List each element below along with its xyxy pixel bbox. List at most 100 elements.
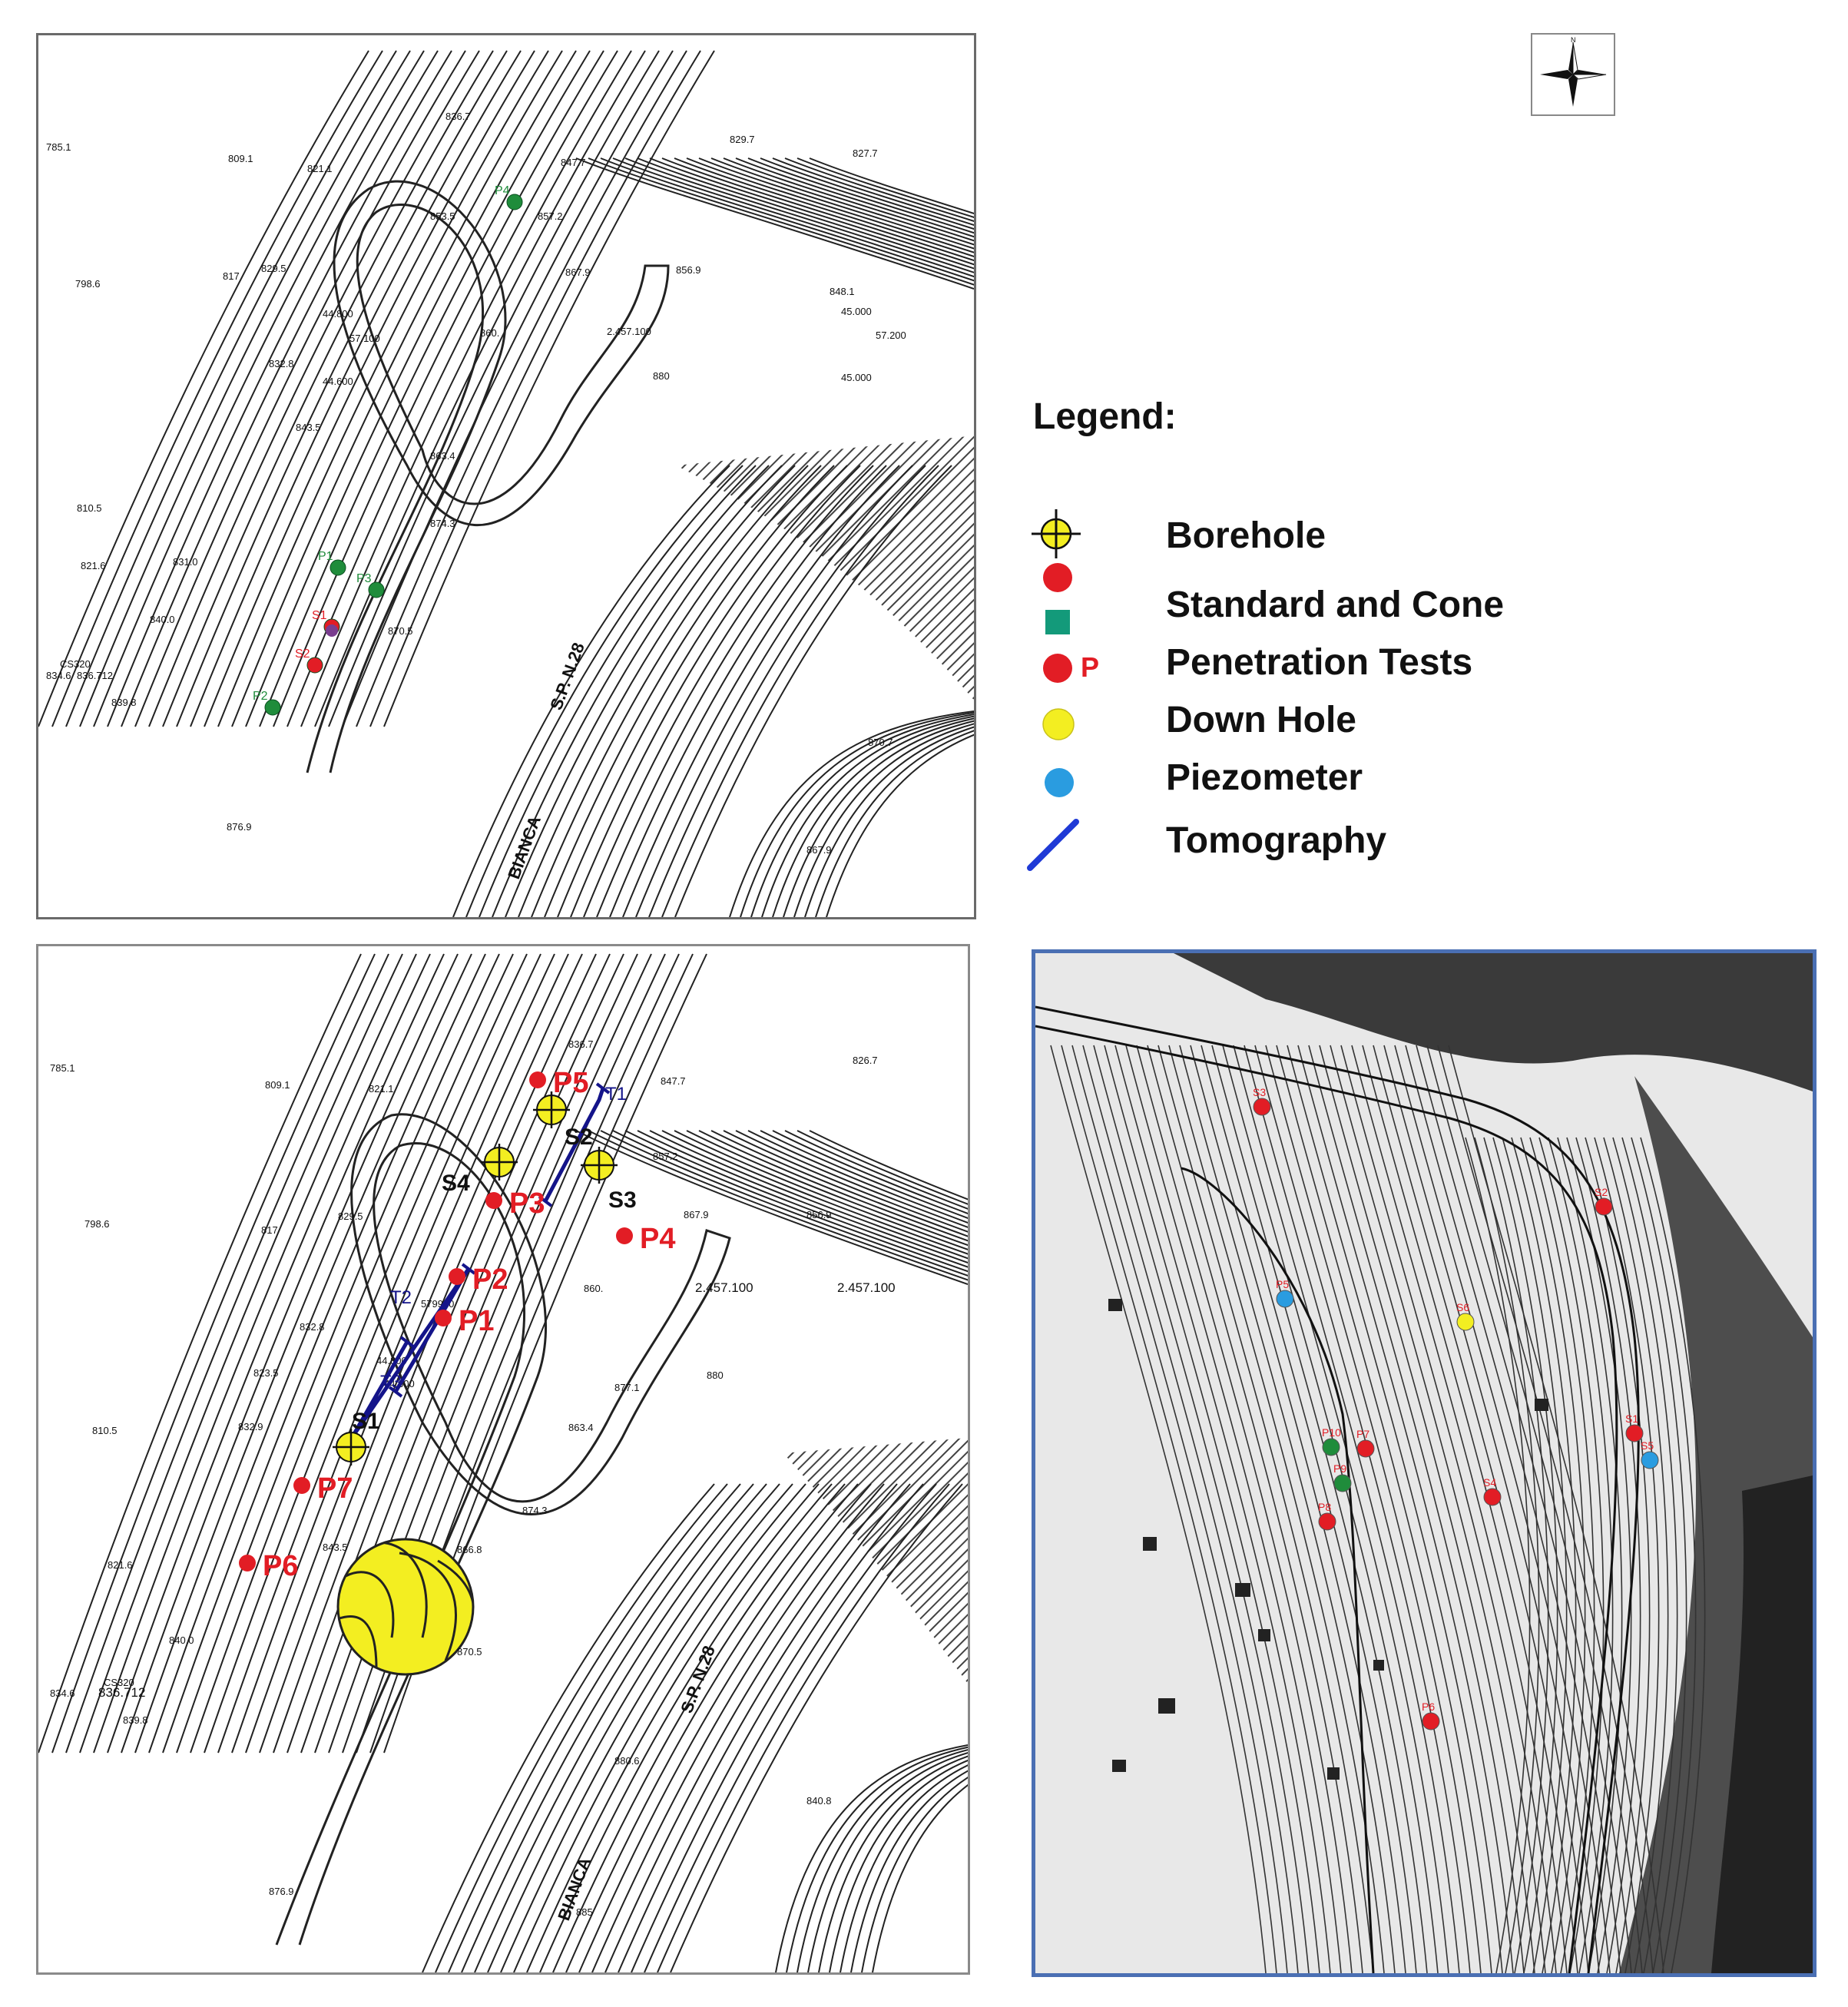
site-marker [1318,1512,1336,1531]
test-point-label: P1 [318,550,333,563]
svg-text:N: N [1571,36,1576,44]
tomography-label: T1 [605,1084,627,1105]
elevation-label: 826.7 [853,1055,878,1066]
test-point-label: P3 [356,572,372,585]
elevation-label: 860. [480,327,499,339]
penetration-test-label: P2 [472,1263,508,1296]
penetration-test-marker [616,1227,633,1244]
legend: Legend: Borehole Standard and Cone P Pen… [1025,384,1563,876]
elevation-label: 798.6 [84,1218,110,1230]
elevation-label: 836.712 [98,1685,145,1700]
penetration-test-marker [529,1071,546,1088]
elevation-label: 847.7 [561,157,586,168]
elevation-label: 44.600 [323,376,353,387]
site-marker [1356,1439,1375,1458]
legend-standard-cone-label: Standard and Cone [1166,585,1505,625]
elevation-label: 832.9 [238,1421,263,1432]
elevation-label: 785.1 [46,141,71,153]
site-marker-label: S2 [1595,1186,1608,1198]
elevation-label: 874.3 [430,518,455,529]
elevation-label: 843.5 [296,422,321,433]
site-marker-label: P5 [1276,1278,1289,1290]
legend-penetration-label: Penetration Tests [1166,642,1473,683]
elevation-label: 863.4 [430,450,455,462]
elevation-label: 870.5 [457,1646,482,1658]
elevation-label: 809.1 [265,1079,290,1091]
tomography-line [349,1267,471,1439]
legend-tomography-label: Tomography [1166,820,1387,861]
elevation-label: 860. [584,1283,603,1294]
elevation-label: 44.800 [323,308,353,320]
penetration-test-marker [293,1477,310,1494]
red-dot-icon [1043,563,1072,592]
legend-title: Legend: [1033,396,1177,437]
penetration-test-label: P7 [317,1472,353,1505]
site-marker [1641,1451,1659,1469]
penetration-test-label: P3 [509,1187,545,1220]
green-square-icon [1045,610,1070,634]
site-marker-label: P8 [1318,1501,1331,1513]
site-marker [1595,1197,1613,1216]
elevation-label: 867.9 [565,267,591,278]
elevation-label: 880.6 [614,1755,640,1767]
legend-piezometer-label: Piezometer [1166,757,1363,798]
site-marker [1483,1488,1502,1506]
elevation-label: 45.000 [841,372,872,383]
test-point [330,559,346,576]
site-marker-label: S1 [1625,1413,1638,1425]
cs-label: CS320 [104,1677,134,1688]
elevation-label: 867.9 [806,844,832,856]
elevation-label: 829.5 [338,1210,363,1222]
elevation-label: 836.7 [445,111,471,122]
site-marker [1422,1712,1440,1730]
elevation-label: 57.200 [876,330,906,341]
legend-down-hole-label: Down Hole [1166,700,1356,740]
elevation-label: 821.1 [307,163,333,174]
elevation-label: 847.7 [661,1075,686,1087]
down-hole-area [336,1538,475,1676]
site-marker-label: P9 [1333,1462,1346,1475]
site-marker [1625,1424,1644,1442]
site-marker-label: S3 [1253,1086,1266,1098]
site-marker [1322,1438,1340,1456]
tomography-label: T2 [390,1287,412,1308]
marker-dot [326,624,338,637]
elevation-label: 834.6 [50,1687,75,1699]
penetration-test-marker [435,1310,452,1326]
elevation-label: 817 [261,1224,278,1236]
borehole-label: S3 [608,1187,637,1213]
elevation-label: 827.7 [853,147,878,159]
elevation-label: 848.1 [830,286,855,297]
elevation-label: 876.9 [227,821,252,833]
test-point [368,581,385,598]
elevation-label: 839.8 [111,697,137,708]
elevation-label: 823.5 [253,1367,279,1379]
cs-label: CS320 [60,658,91,670]
test-point-label: P4 [495,184,510,197]
elevation-label: 821.1 [369,1083,394,1095]
blue-dot-icon [1045,768,1074,797]
test-point [264,699,281,716]
elevation-label: 870.5 [388,625,413,637]
borehole-icon [1032,509,1081,558]
compass-icon: N [1531,33,1615,116]
elevation-label: 856.9 [806,1209,832,1220]
legend-borehole-label: Borehole [1166,515,1326,556]
elevation-label: 874.3 [522,1505,548,1516]
site-marker-label: P6 [1422,1701,1435,1713]
elevation-label: 2.457.100 [837,1280,896,1295]
elevation-label: 785.1 [50,1062,75,1074]
elevation-label: 810.5 [77,502,102,514]
elevation-label: 2.457.100 [695,1280,753,1295]
site-marker [1276,1290,1294,1308]
elevation-label: 834.6 [46,670,71,681]
elevation-label: 829.7 [730,134,755,145]
red-dot-p-icon [1043,654,1072,683]
elevation-label: 831.0 [173,556,198,568]
elevation-label: 2.457.100 [607,326,651,337]
site-marker-label: S6 [1456,1301,1469,1313]
elevation-label: 45.000 [841,306,872,317]
elevation-label: 866.8 [457,1544,482,1555]
